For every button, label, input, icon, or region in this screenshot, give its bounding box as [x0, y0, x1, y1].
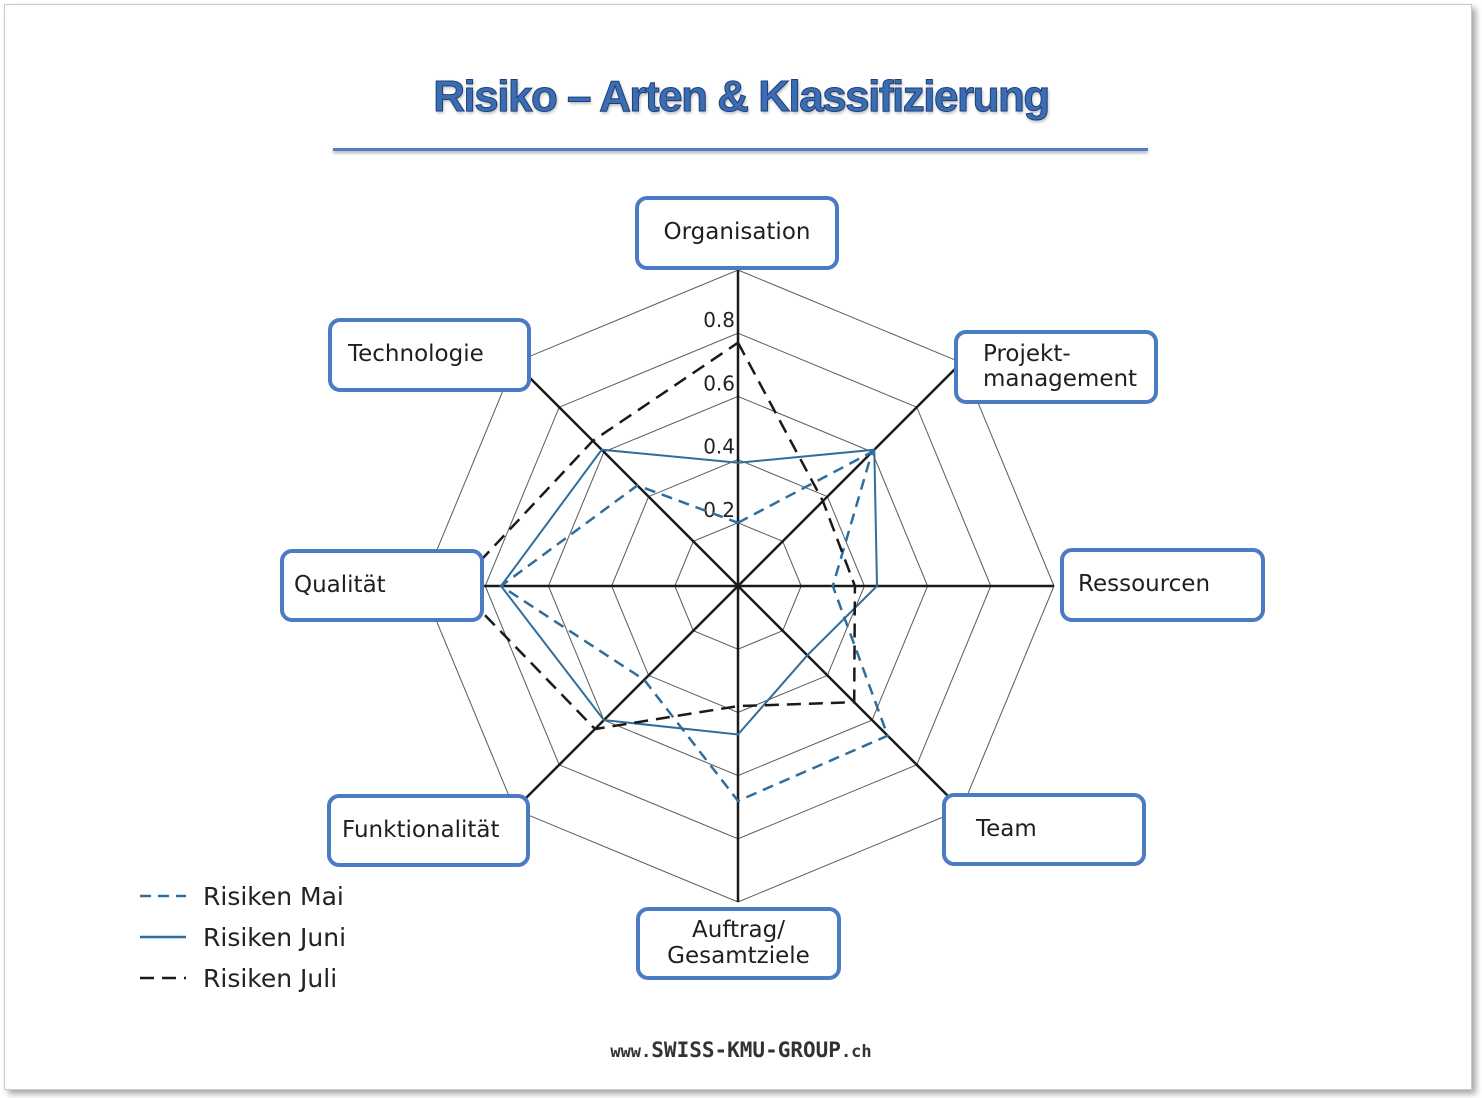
footer-url[interactable]: www.SWISS-KMU-GROUP.ch — [0, 1038, 1482, 1062]
axis-line — [737, 585, 963, 811]
axis-line — [513, 585, 739, 811]
tick-label: 0.6 — [703, 371, 735, 395]
tick-label: 0.8 — [703, 308, 735, 332]
axis-line — [737, 361, 963, 587]
footer-main: SWISS-KMU-GROUP — [651, 1038, 841, 1062]
axis-label-ressourcen: Ressourcen — [1060, 548, 1265, 622]
tick-label: 0.2 — [703, 498, 735, 522]
axis-label-funktionalitaet: Funktionalität — [327, 794, 530, 867]
series-line — [455, 340, 857, 731]
series-line — [499, 448, 879, 736]
axis-label-qualitaet: Qualität — [280, 549, 484, 622]
footer-suffix: .ch — [840, 1042, 872, 1062]
axis-line — [513, 361, 739, 587]
axis-label-projektmanagement: Projekt- management — [954, 330, 1158, 404]
footer-prefix: www. — [610, 1042, 652, 1062]
axis-label-technologie: Technologie — [328, 318, 531, 392]
legend-label: Risiken Juli — [203, 964, 337, 993]
axis-label-auftrag-gesamtziele: Auftrag/ Gesamtziele — [636, 907, 841, 980]
title-underline — [333, 148, 1148, 151]
legend-label: Risiken Mai — [203, 882, 344, 911]
axis-label-organisation: Organisation — [635, 196, 839, 270]
legend-label: Risiken Juni — [203, 923, 346, 952]
series-line — [498, 449, 890, 803]
axis-label-team: Team — [942, 793, 1146, 866]
page-title: Risiko – Arten & Klassifizierung — [433, 72, 1051, 122]
tick-label: 0.4 — [703, 435, 735, 459]
